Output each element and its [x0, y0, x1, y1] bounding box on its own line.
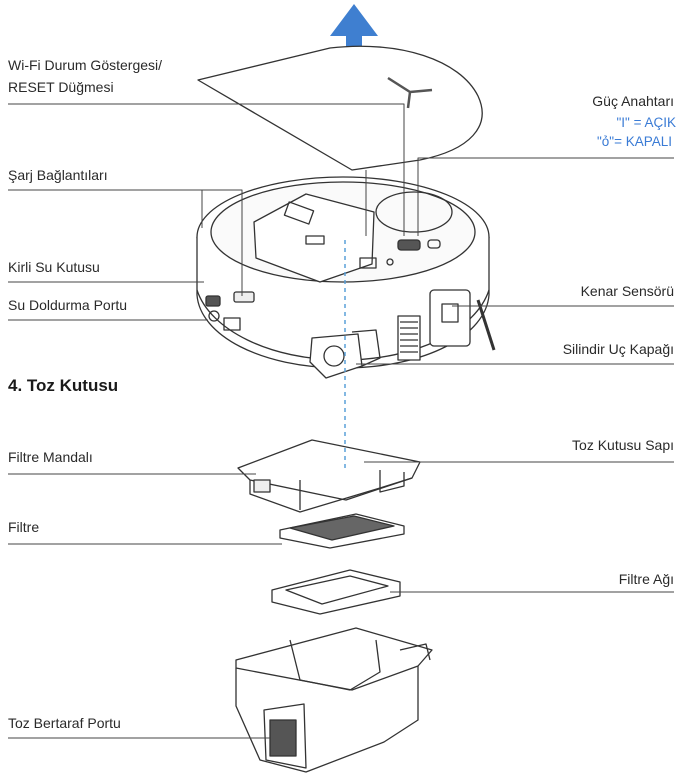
robot-body [196, 176, 496, 379]
label-water-fill-port: Su Doldurma Portu [8, 297, 128, 313]
label-roller-cap: Silindir Uç Kapağı [562, 341, 674, 357]
label-edge-sensor: Kenar Sensörü [580, 283, 674, 299]
filter-part [279, 513, 405, 549]
label-wifi-line2: RESET Düğmesi [8, 79, 114, 95]
section-title: 4. Toz Kutusu [8, 376, 119, 395]
label-wifi-line1: Wi-Fi Durum Göstergesi/ [8, 57, 163, 73]
dust-bin-body [235, 627, 433, 773]
label-dirty-water: Kirli Su Kutusu [8, 259, 100, 275]
label-charge-contacts: Şarj Bağlantıları [8, 167, 108, 183]
label-power-switch: Güç Anahtarı [592, 93, 674, 109]
label-filter-mesh: Filtre Ağı [618, 571, 674, 587]
label-disposal-port: Toz Bertaraf Portu [8, 715, 121, 731]
label-power-off: "ỏ"= KAPALI [596, 134, 672, 149]
dust-bin-lid [237, 439, 421, 513]
filter-mesh-part [271, 569, 401, 615]
label-filter: Filtre [8, 519, 40, 535]
label-filter-latch: Filtre Mandalı [8, 449, 93, 465]
label-power-on: "I" = AÇIK [616, 115, 676, 130]
top-cover [197, 45, 483, 171]
label-bin-handle: Toz Kutusu Sapı [572, 437, 674, 453]
